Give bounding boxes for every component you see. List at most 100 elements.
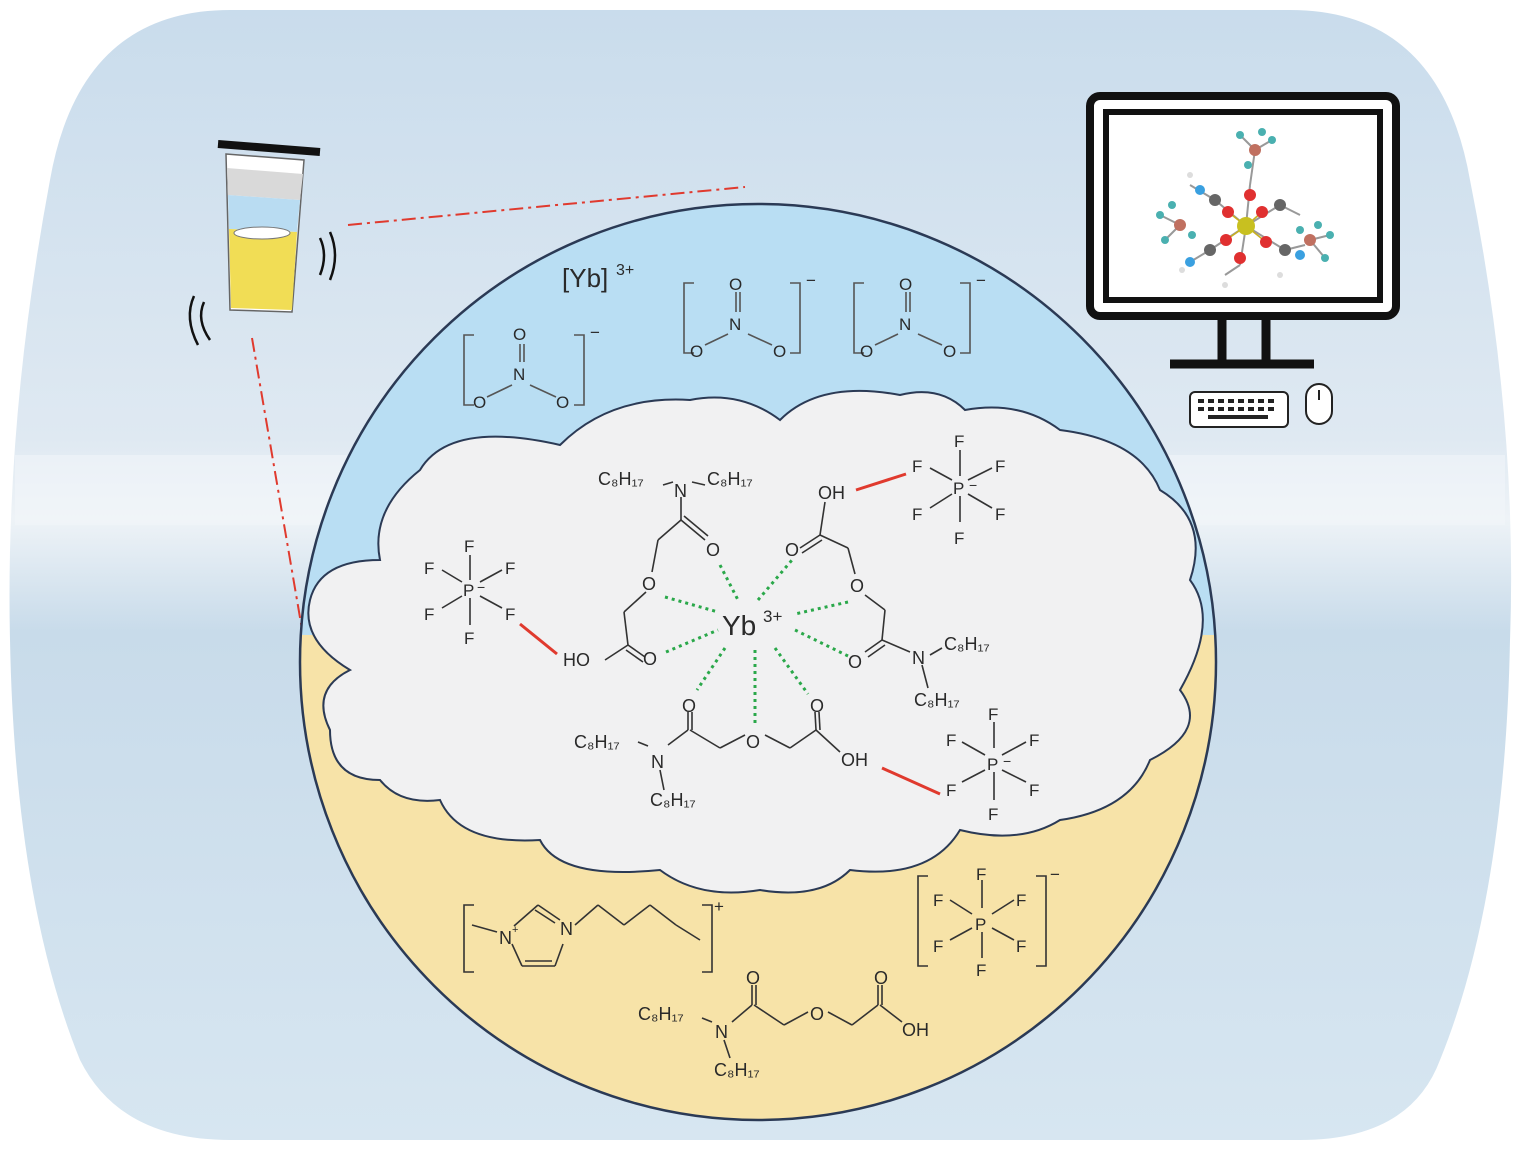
nitrate-O-top: O	[729, 275, 742, 294]
ligand-O-carbonyl: O	[706, 540, 720, 560]
free-ligand-N: N	[715, 1022, 728, 1042]
pf6-F: F	[424, 605, 434, 624]
bmim-charge-mark: +	[512, 924, 518, 936]
pf6-F: F	[1016, 891, 1026, 910]
free-ligand-O-acid: O	[874, 968, 888, 988]
bmim-N: N	[560, 919, 573, 939]
free-ligand-C8H17: C₈H₁₇	[638, 1004, 684, 1024]
hydrogen-bonds	[519, 472, 941, 796]
pf6-F: F	[912, 457, 922, 476]
pf6-P: P	[987, 755, 998, 774]
free-ligand-OH: OH	[902, 1020, 929, 1040]
pf6-charge: −	[969, 477, 977, 493]
ligand-O-ether: O	[746, 732, 760, 752]
ligand-skeleton	[799, 501, 943, 689]
pf6-F: F	[1016, 937, 1026, 956]
pf6-F: F	[464, 629, 474, 648]
pf6-charge: −	[1050, 865, 1060, 884]
pf6-F: F	[946, 781, 956, 800]
free-ligand-O-carbonyl: O	[746, 968, 760, 988]
pf6-P: P	[975, 915, 986, 934]
pf6-F: F	[954, 529, 964, 548]
ligand-N: N	[651, 752, 664, 772]
ligand-C8H17: C₈H₁₇	[650, 790, 696, 810]
nitrate-O-right: O	[943, 342, 956, 361]
nitrate-O-left: O	[473, 393, 486, 412]
ligand-N: N	[912, 648, 925, 668]
ligand-O-carbonyl: O	[848, 652, 862, 672]
bmim-N: N	[499, 928, 512, 948]
pf6-F: F	[424, 559, 434, 578]
nitrate-charge: −	[590, 323, 600, 342]
nitrate-O-left: O	[690, 342, 703, 361]
pf6-charge: −	[477, 579, 485, 595]
pf6-F: F	[988, 805, 998, 824]
pf6-F: F	[954, 432, 964, 451]
ligand-C8H17: C₈H₁₇	[944, 634, 990, 654]
yb-bracket-label: [Yb]	[562, 263, 608, 293]
ligand-OH: OH	[841, 750, 868, 770]
ligand-O-acid: O	[810, 696, 824, 716]
ligand-skeleton	[604, 481, 709, 663]
pf6-F: F	[1029, 781, 1039, 800]
center-ion-charge: 3+	[763, 607, 782, 626]
ligand-skeleton	[637, 711, 841, 791]
nitrate-O-top: O	[513, 325, 526, 344]
pf6-charge: −	[1003, 753, 1011, 769]
ligand-N: N	[674, 481, 687, 501]
ligand-C8H17: C₈H₁₇	[574, 732, 620, 752]
phase-circle-outline	[298, 202, 1218, 1122]
free-ligand-O-ether: O	[810, 1004, 824, 1024]
pf6-F: F	[464, 537, 474, 556]
ligand-C8H17: C₈H₁₇	[598, 469, 644, 489]
pf6-F: F	[946, 731, 956, 750]
pf6-skeleton	[441, 555, 503, 625]
pf6-F: F	[505, 605, 515, 624]
nitrate-charge: −	[976, 271, 986, 290]
nitrate-N: N	[899, 315, 911, 334]
pf6-F: F	[995, 457, 1005, 476]
pf6-P: P	[463, 581, 474, 600]
nitrate-O-left: O	[860, 342, 873, 361]
pf6-F: F	[988, 705, 998, 724]
free-ligand-C8H17: C₈H₁₇	[714, 1060, 760, 1080]
nitrate-anion	[463, 334, 585, 406]
pf6-F: F	[976, 961, 986, 980]
ligand-O-acid: O	[643, 649, 657, 669]
free-ligand-skeleton	[701, 985, 903, 1059]
center-ion-label: Yb	[722, 610, 756, 641]
ligand-HO: HO	[563, 650, 590, 670]
nitrate-charge: −	[806, 271, 816, 290]
computer-monitor-icon	[1086, 92, 1400, 369]
pf6-F: F	[1029, 731, 1039, 750]
yb-bracket-charge: 3+	[616, 262, 634, 279]
pf6-F: F	[505, 559, 515, 578]
coordination-bonds	[664, 559, 849, 725]
ligand-O-ether: O	[850, 576, 864, 596]
zoom-line-left	[251, 337, 304, 636]
ligand-OH: OH	[818, 483, 845, 503]
ligand-C8H17: C₈H₁₇	[914, 690, 960, 710]
pf6-anion	[917, 875, 1047, 967]
pf6-F: F	[995, 505, 1005, 524]
nitrate-O-right: O	[556, 393, 569, 412]
pf6-F: F	[933, 891, 943, 910]
nitrate-N: N	[729, 315, 741, 334]
ligand-O-ether: O	[642, 574, 656, 594]
nitrate-O-right: O	[773, 342, 786, 361]
ligand-O-carbonyl: O	[682, 696, 696, 716]
sample-tube-icon	[188, 140, 337, 346]
complex-cloud	[307, 389, 1204, 894]
pf6-P: P	[953, 479, 964, 498]
nitrate-anion	[853, 282, 971, 354]
keyboard-icon	[1189, 391, 1289, 428]
bmim-charge: +	[714, 897, 724, 916]
ligand-O-acid: O	[785, 540, 799, 560]
zoom-line-top	[347, 186, 746, 226]
bmim-cation	[463, 904, 713, 973]
molecular-model-icon	[1156, 128, 1334, 288]
nitrate-O-top: O	[899, 275, 912, 294]
nitrate-anion	[683, 282, 801, 354]
nitrate-N: N	[513, 365, 525, 384]
